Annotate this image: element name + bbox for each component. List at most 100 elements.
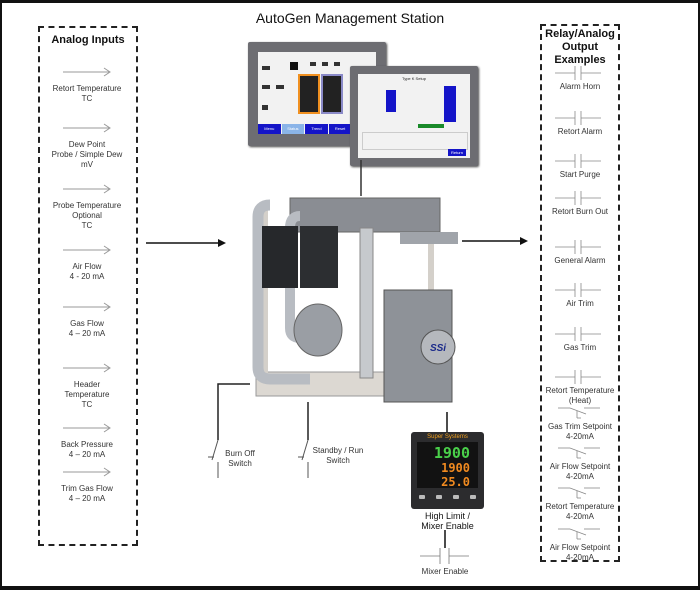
controller-display-2: 1900 <box>441 461 470 475</box>
output-label-line1: Retort Temperature <box>545 386 615 395</box>
output-label-line1: General Alarm <box>554 256 606 265</box>
burn-off-line2: Switch <box>228 459 252 468</box>
analog-input-label-line1: Header <box>73 380 101 389</box>
output-item: Gas Trim <box>541 343 619 353</box>
analog-input-label-line2: TC <box>81 94 93 103</box>
input-signal-arrowhead <box>103 423 111 433</box>
status-panel-1 <box>298 74 320 114</box>
analog-input-label-line1: Gas Flow <box>70 319 104 328</box>
analog-input-label-line1: Back Pressure <box>60 440 114 449</box>
standby-line2: Switch <box>326 456 350 465</box>
controller-display-1: 1900 <box>433 444 470 462</box>
output-label-line1: Start Purge <box>559 170 601 179</box>
manifold-bar <box>400 232 458 244</box>
analog-input-label-line3: TC <box>81 400 93 409</box>
blower-left <box>262 226 298 288</box>
relay-contact-icon <box>555 154 601 168</box>
hmi-button-reset[interactable]: Reset <box>328 124 352 134</box>
input-signal-arrowhead <box>103 123 111 133</box>
output-label-line1: Retort Temperature <box>545 502 615 511</box>
relay-contact-icon <box>555 191 601 205</box>
controller-brand: Super Systems <box>427 434 468 440</box>
output-label-line2: 4-20mA <box>565 432 594 441</box>
controller-label-line1: High Limit / <box>424 511 470 521</box>
analog-input-label-line2: Temperature <box>64 390 110 399</box>
output-label-line2: 4-20mA <box>565 472 594 481</box>
controller-key[interactable] <box>436 495 442 499</box>
return-button[interactable]: Return <box>448 149 466 156</box>
controller-keys <box>419 495 476 503</box>
output-label-line1: Alarm Horn <box>559 82 601 91</box>
output-arrowhead <box>520 237 528 245</box>
output-label-line1: Retort Alarm <box>557 127 603 136</box>
output-label-line1: Gas Trim <box>563 343 597 352</box>
outputs-heading-line3: Examples <box>554 54 606 66</box>
controller-key[interactable] <box>419 495 425 499</box>
burn-off-line1: Burn Off <box>225 449 255 458</box>
controller-device: Super Systems 1900 1900 25.0 <box>411 432 484 509</box>
relay-contact-icon <box>555 240 601 254</box>
output-item: Retort Temperature(Heat) <box>541 386 619 406</box>
analog-output-icon <box>558 528 600 540</box>
analog-input-label-line1: Probe Temperature <box>52 201 122 210</box>
ssi-logo-badge <box>420 329 456 365</box>
pipe-vertical <box>359 227 374 379</box>
analog-input-label-line1: Air Flow <box>72 262 102 271</box>
analog-input-label-line2: 4 – 20 mA <box>68 494 106 503</box>
output-item: Retort Alarm <box>541 127 619 137</box>
analog-inputs-heading: Analog Inputs <box>51 34 125 46</box>
burn-off-switch-label: Burn Off Switch <box>220 449 260 469</box>
analog-input-label-line1: Retort Temperature <box>52 84 122 93</box>
relay-contact-icon <box>555 327 601 341</box>
relay-contact-icon <box>555 66 601 80</box>
analog-input-label-line1: Trim Gas Flow <box>61 484 113 493</box>
controller-display: 1900 1900 25.0 <box>417 442 478 489</box>
analog-input-label-line3: mV <box>81 160 93 169</box>
controller-key[interactable] <box>453 495 459 499</box>
hmi-button-trend[interactable]: Trend <box>305 124 328 134</box>
analog-output-icon <box>558 407 600 419</box>
hmi-screen-setup-display: Type K Setup Return <box>358 74 470 158</box>
output-label-line1: Retort Burn Out <box>551 207 609 216</box>
blower-right <box>300 226 338 288</box>
input-arrowhead <box>218 239 226 247</box>
controller-display-3: 25.0 <box>441 475 470 489</box>
output-label-line2: 4-20mA <box>565 553 594 562</box>
output-label-line1: Air Trim <box>566 299 594 308</box>
analog-input-label-line2: 4 - 20 mA <box>69 272 105 281</box>
output-item: Retort Burn Out <box>541 207 619 217</box>
output-item: Air Trim <box>541 299 619 309</box>
hmi-button-status[interactable]: Status <box>281 124 305 134</box>
analog-input-label-line2: Probe / Simple Dew <box>51 150 123 159</box>
pipe-left <box>252 199 310 385</box>
analog-input-label-line2: 4 – 20 mA <box>68 450 106 459</box>
controller-key[interactable] <box>470 495 476 499</box>
analog-input-label-line1: Dew Point <box>68 140 106 149</box>
outputs-heading: Relay/Analog Output Examples <box>542 28 618 67</box>
setup-screen-header: Type K Setup <box>401 76 426 81</box>
diagram-title: AutoGen Management Station <box>255 10 445 26</box>
output-item: Start Purge <box>541 170 619 180</box>
output-label-line2: 4-20mA <box>565 512 594 521</box>
output-label-line1: Air Flow Setpoint <box>549 462 611 471</box>
controller-label-line2: Mixer Enable <box>421 521 474 531</box>
status-panel-2 <box>321 74 343 114</box>
mixer-enable-label: Mixer Enable <box>421 567 469 576</box>
burn-off-switch-wire <box>217 383 250 440</box>
output-item: General Alarm <box>541 256 619 266</box>
outputs-box: Relay/Analog Output Examples <box>540 24 620 562</box>
relay-contact-icon <box>555 111 601 125</box>
relay-contact-icon <box>555 370 601 384</box>
hmi-button-menu[interactable]: Menu <box>258 124 281 134</box>
relay-contact-icon <box>555 283 601 297</box>
input-signal-arrowhead <box>103 184 111 194</box>
